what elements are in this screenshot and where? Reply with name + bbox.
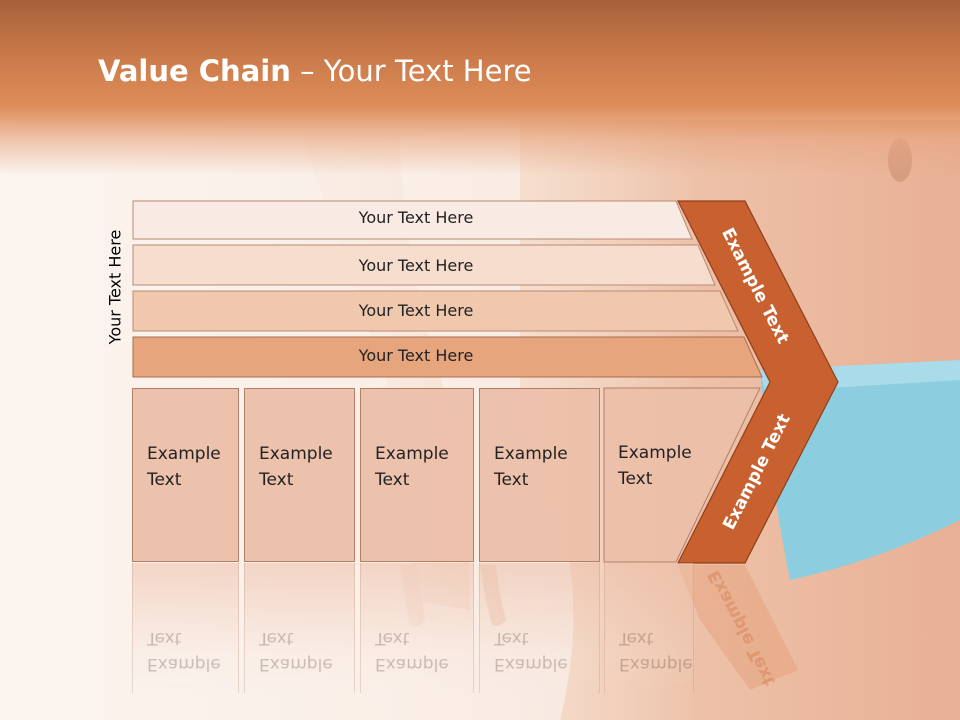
- title-rest: – Your Text Here: [290, 54, 532, 88]
- primary-box-4-reflection-label: Example Text: [494, 628, 568, 674]
- primary-box-3[interactable]: Example Text: [360, 388, 474, 562]
- primary-box-5-label: Example Text: [618, 443, 692, 489]
- primary-box-4-reflection: Example Text: [479, 563, 600, 693]
- support-bar-2-label: Your Text Here: [358, 256, 474, 275]
- primary-box-2[interactable]: Example Text: [244, 388, 355, 562]
- support-bar-4-label: Your Text Here: [358, 346, 474, 365]
- primary-box-4[interactable]: Example Text: [479, 388, 600, 562]
- primary-box-1-label: Example Text: [147, 444, 221, 490]
- primary-box-2-reflection-label: Example Text: [259, 628, 333, 674]
- title-bold: Value Chain: [98, 54, 291, 88]
- primary-box-5-reflection-label: Example Text: [619, 628, 693, 674]
- primary-box-1[interactable]: Example Text: [132, 388, 239, 562]
- primary-box-2-reflection: Example Text: [244, 563, 355, 693]
- support-bar-3-label: Your Text Here: [358, 301, 474, 320]
- slide-title: Value Chain – Your Text Here: [98, 54, 532, 88]
- support-bar-3[interactable]: [132, 290, 739, 332]
- primary-box-4-label: Example Text: [494, 444, 568, 490]
- primary-box-1-reflection-label: Example Text: [147, 628, 221, 674]
- primary-box-5-reflection: Example Text: [604, 563, 694, 693]
- support-bar-1-label: Your Text Here: [358, 208, 474, 227]
- primary-box-3-reflection: Example Text: [360, 563, 474, 693]
- primary-box-5-shape[interactable]: [603, 387, 761, 563]
- primary-box-1-reflection: Example Text: [132, 563, 239, 693]
- header-band: [0, 0, 960, 175]
- primary-box-3-reflection-label: Example Text: [375, 628, 449, 674]
- primary-box-5[interactable]: Example Text: [604, 388, 724, 562]
- support-bar-2[interactable]: [132, 244, 716, 286]
- support-bar-1[interactable]: [132, 200, 693, 240]
- primary-box-2-label: Example Text: [259, 444, 333, 490]
- support-bar-4[interactable]: [132, 336, 763, 378]
- margin-chevron[interactable]: [677, 200, 839, 564]
- margin-chevron-reflection: [678, 565, 798, 690]
- primary-box-3-label: Example Text: [375, 444, 449, 490]
